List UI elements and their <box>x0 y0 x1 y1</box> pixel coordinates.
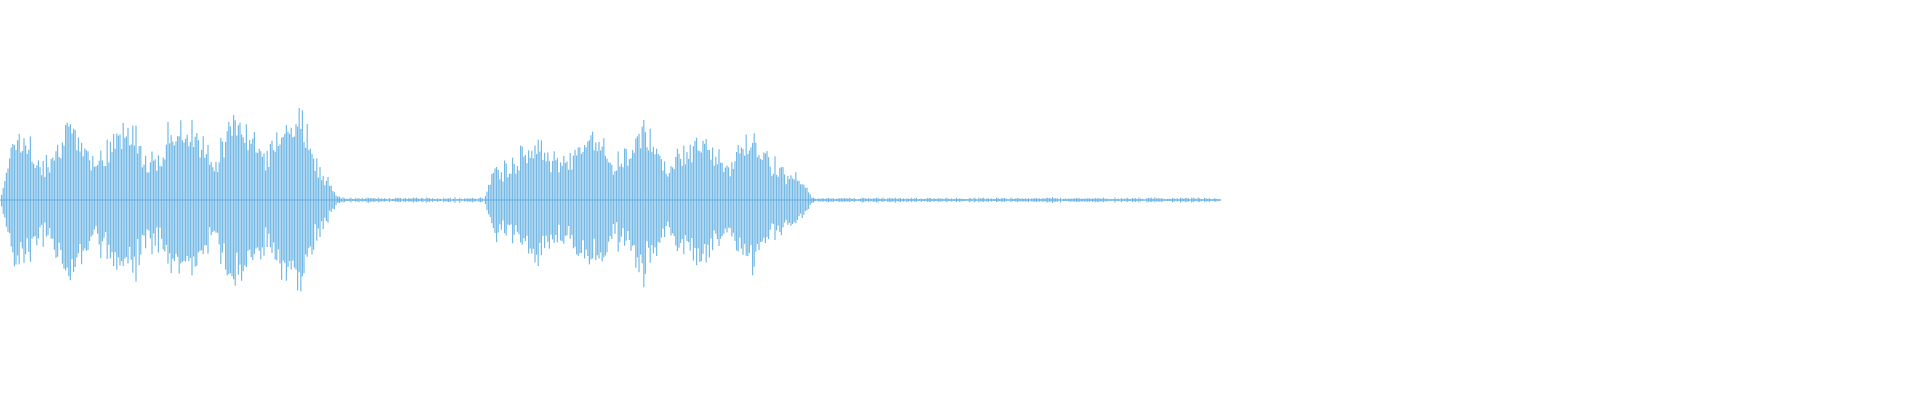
waveform-amplitude-lines <box>0 108 1221 292</box>
